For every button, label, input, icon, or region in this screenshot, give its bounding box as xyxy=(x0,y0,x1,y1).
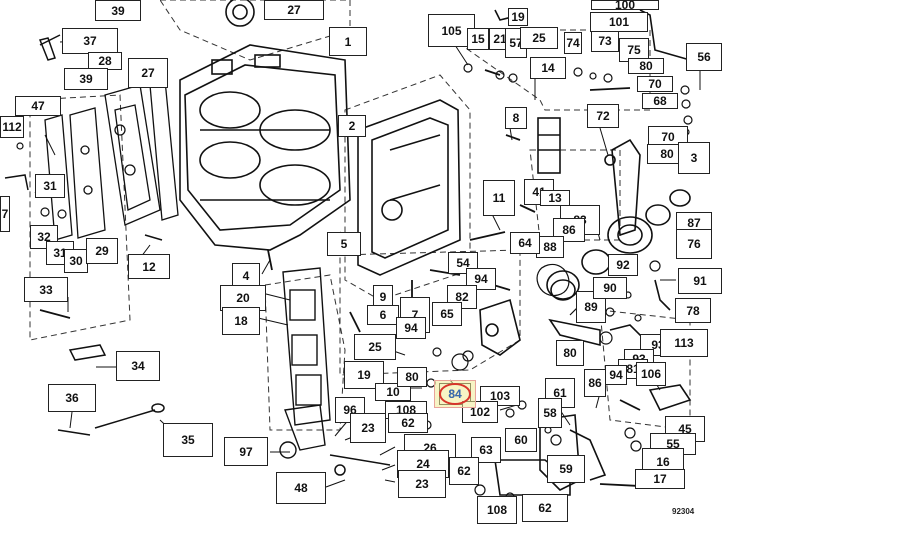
part-label: 5 xyxy=(327,232,361,256)
part-label: 35 xyxy=(163,423,213,457)
part-label: 62 xyxy=(388,413,428,433)
part-label: 34 xyxy=(116,351,160,381)
part-label: 30 xyxy=(64,249,88,273)
part-label: 27 xyxy=(264,0,324,20)
part-label: 27 xyxy=(128,58,168,88)
part-label: 4 xyxy=(232,263,260,289)
part-label: 11 xyxy=(483,180,515,216)
highlighted-part-label: 84 xyxy=(448,387,462,401)
part-label: 18 xyxy=(222,307,260,335)
part-label: 100 xyxy=(591,0,659,12)
part-label: 32 xyxy=(30,225,58,249)
part-label: 59 xyxy=(547,455,585,483)
part-label: 58 xyxy=(538,398,562,428)
part-label: 97 xyxy=(224,437,268,466)
part-label: 23 xyxy=(398,470,446,498)
part-label: 33 xyxy=(24,277,68,302)
part-label: 80 xyxy=(647,144,687,164)
part-label: 31 xyxy=(35,174,65,198)
part-label: 86 xyxy=(553,218,585,242)
part-label: 65 xyxy=(432,302,462,326)
part-label: 37 xyxy=(62,28,118,54)
part-label: 47 xyxy=(15,96,61,116)
part-label: 74 xyxy=(564,32,582,54)
part-label: 15 xyxy=(467,28,489,50)
part-label: 112 xyxy=(0,116,24,138)
part-label: 23 xyxy=(350,413,386,443)
part-label: 91 xyxy=(678,268,722,294)
part-label: 73 xyxy=(591,30,619,52)
part-label: 29 xyxy=(86,238,118,264)
part-label: 2 xyxy=(338,115,366,137)
part-label: 10 xyxy=(375,383,411,401)
part-label: 78 xyxy=(675,298,711,323)
part-label: 62 xyxy=(449,457,479,485)
part-label: 39 xyxy=(95,0,141,21)
part-label: 60 xyxy=(505,428,537,452)
part-label: 68 xyxy=(642,93,678,109)
part-label: 19 xyxy=(344,361,384,389)
part-label: 64 xyxy=(510,232,540,254)
part-label: 56 xyxy=(686,43,722,71)
part-label: 25 xyxy=(520,27,558,49)
part-label: 13 xyxy=(540,190,570,206)
part-label: 106 xyxy=(636,362,666,386)
part-label: 14 xyxy=(530,57,566,79)
part-label: 86 xyxy=(584,369,606,397)
part-label: 36 xyxy=(48,384,96,412)
part-label: 6 xyxy=(367,305,399,325)
part-label: 8 xyxy=(505,107,527,129)
part-label: 19 xyxy=(508,8,528,26)
part-label: 92 xyxy=(608,254,638,276)
part-label: 94 xyxy=(466,268,496,290)
part-label: 25 xyxy=(354,334,396,360)
part-label: 39 xyxy=(64,68,108,90)
part-label: 17 xyxy=(635,469,685,489)
part-label: 80 xyxy=(397,367,427,387)
part-label: 94 xyxy=(396,317,426,339)
part-label: 88 xyxy=(536,236,564,258)
part-label: 62 xyxy=(522,494,568,522)
part-label: 48 xyxy=(276,472,326,504)
figure-code: 92304 xyxy=(672,507,695,516)
part-label: 101 xyxy=(590,12,648,32)
part-label: 7 xyxy=(0,196,10,232)
part-label: 76 xyxy=(676,229,712,259)
part-label: 1 xyxy=(329,27,367,56)
part-label: 113 xyxy=(660,329,708,357)
part-label: 12 xyxy=(128,254,170,279)
part-label: 72 xyxy=(587,104,619,128)
part-label: 70 xyxy=(637,76,673,92)
part-label: 20 xyxy=(220,285,266,311)
part-label: 94 xyxy=(605,365,627,385)
highlight-circle xyxy=(439,383,471,405)
part-label: 90 xyxy=(593,277,627,299)
part-label: 80 xyxy=(628,58,664,74)
part-label: 3 xyxy=(678,142,710,174)
part-label: 108 xyxy=(477,496,517,524)
part-label: 80 xyxy=(556,340,584,366)
